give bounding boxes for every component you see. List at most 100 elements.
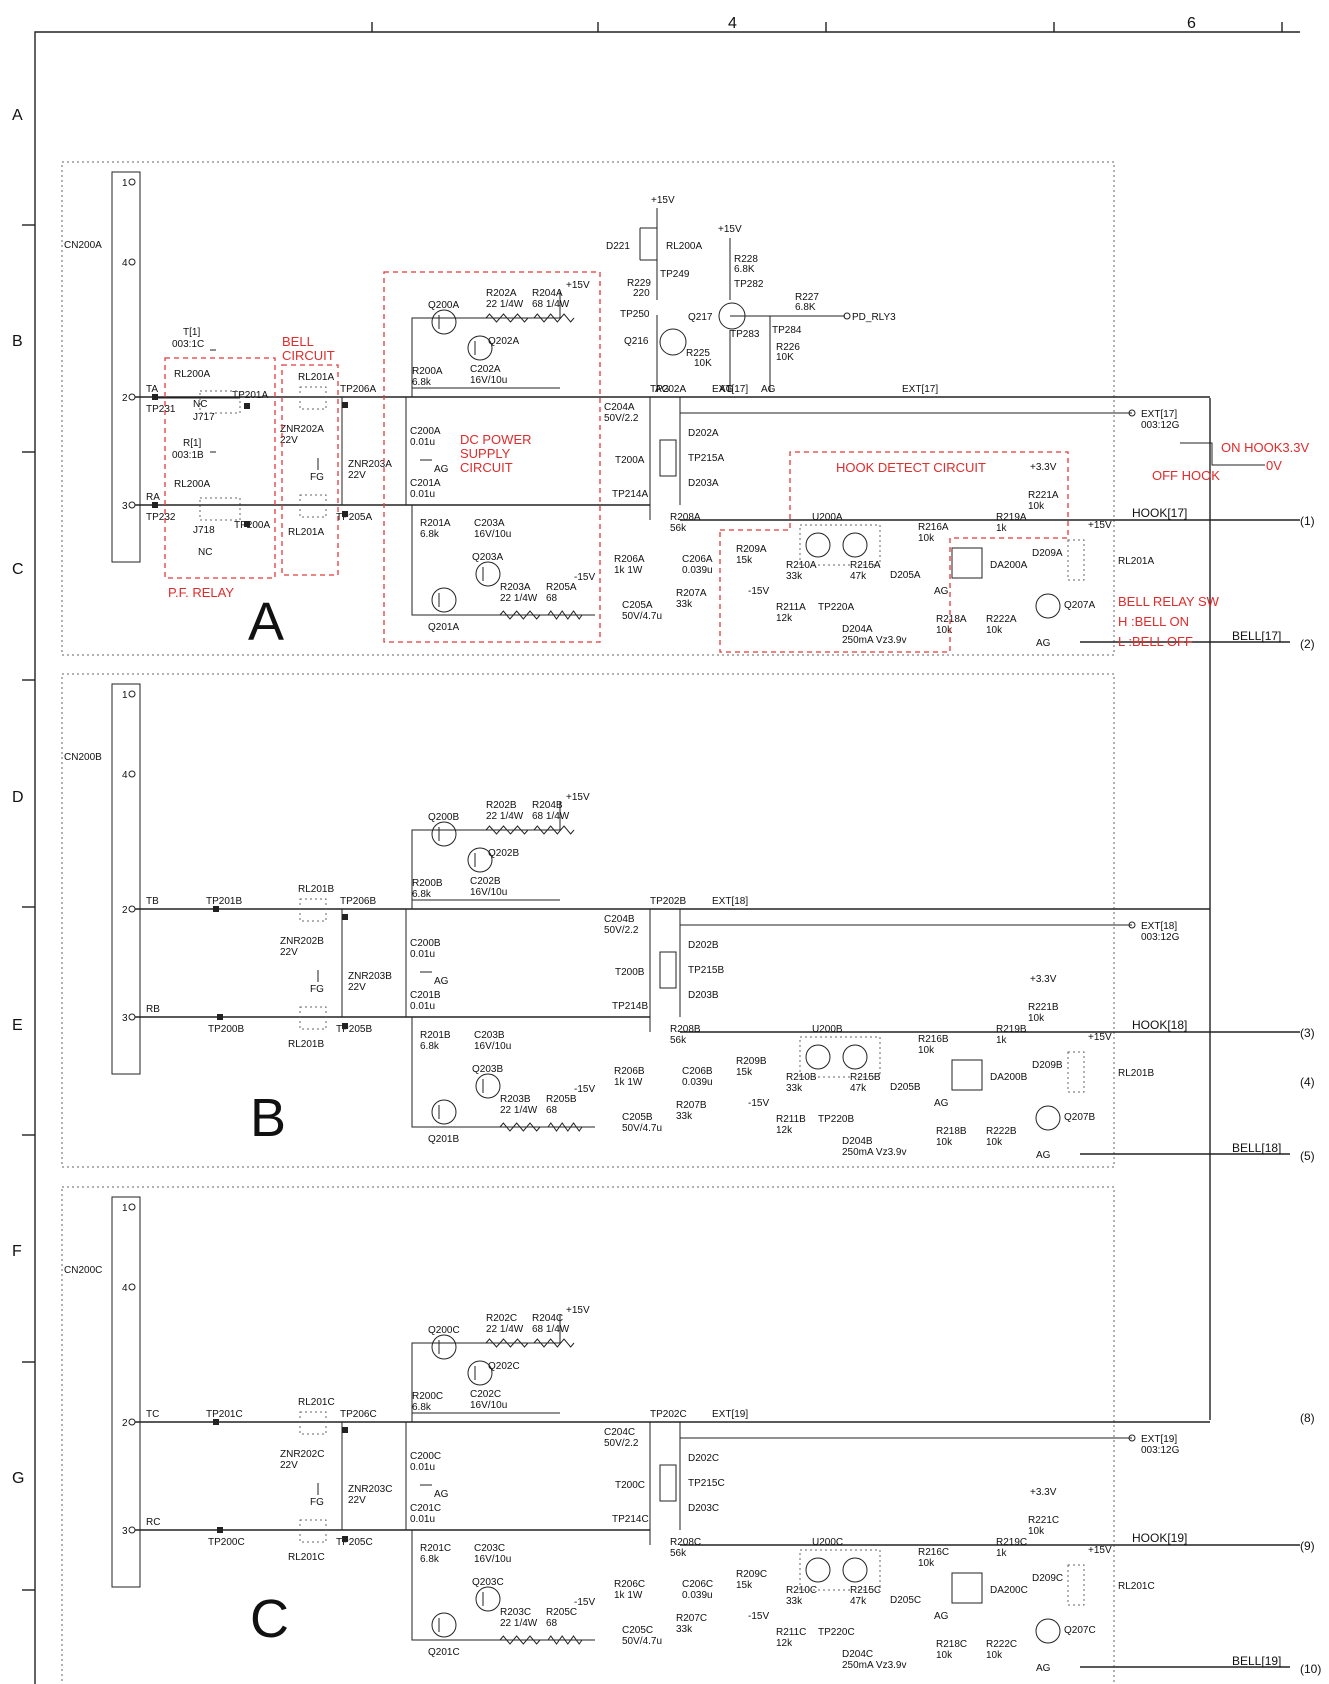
d205-label: D205B: [890, 1082, 921, 1093]
ext-label-mid: EXT[17]: [902, 384, 938, 395]
t200-label: T200A: [615, 455, 645, 466]
tp214-label: TP214B: [612, 1001, 648, 1012]
p15v-label: +15V: [651, 195, 675, 206]
connector-label: CN200C: [64, 1265, 102, 1276]
bell-off-label: L :BELL OFF: [1118, 634, 1193, 649]
da200-label: DA200C: [990, 1585, 1028, 1596]
plus15v-upper-label: +15V: [566, 792, 590, 803]
block-letter: B: [250, 1088, 286, 1148]
tp250-label: TP250: [620, 309, 650, 320]
tp-bot-label: TP205B: [336, 1024, 372, 1035]
rl-right-label: RL201C: [1118, 1581, 1155, 1592]
plus15v-upper-label: +15V: [566, 1305, 590, 1316]
ag-label-r226: AG: [761, 384, 776, 395]
plus33v-label: +3.3V: [1030, 462, 1057, 473]
connector-pin-1: 1: [122, 178, 128, 189]
q200-label: Q200B: [428, 812, 459, 823]
q200-label: Q200C: [428, 1325, 460, 1336]
q202-label: Q202B: [488, 848, 519, 859]
r1-ref: R[1]003:1B: [172, 438, 204, 461]
q203-label: Q203B: [472, 1064, 503, 1075]
column-number-6: 6: [1187, 15, 1196, 32]
off-hook-note: OFF HOOK: [1152, 468, 1220, 483]
tp215-label: TP215B: [688, 965, 724, 976]
q202-label: Q202A: [488, 336, 519, 347]
q207-label: Q207C: [1064, 1625, 1096, 1636]
zero-v-note: 0V: [1266, 458, 1282, 473]
q207-label: Q207A: [1064, 600, 1095, 611]
d203-label: D203A: [688, 478, 719, 489]
connector-pin-2: 2: [122, 393, 128, 404]
ag-label-da200: AG: [934, 1098, 949, 1109]
connector-pin-1: 1: [122, 690, 128, 701]
plus33v-label: +3.3V: [1030, 1487, 1057, 1498]
tp202-label: TP202A: [650, 384, 686, 395]
block-a-extras: T[1]003:1C R[1]003:1B RL200A RL200A J717…: [152, 195, 896, 558]
d209-label: D209C: [1032, 1573, 1063, 1584]
ext-label-left: EXT[18]: [712, 896, 748, 907]
line-t-label: TC: [146, 1409, 159, 1420]
tp220-label: TP220A: [818, 602, 854, 613]
d202-label: D202A: [688, 428, 719, 439]
connector-pin-3: 3: [122, 1526, 128, 1537]
pf-relay-label: P.F. RELAY: [168, 585, 234, 600]
output-hook-ref: (9): [1300, 1539, 1315, 1553]
q207-label: Q207B: [1064, 1112, 1095, 1123]
ag-label-q207: AG: [1036, 1150, 1051, 1161]
tp-bot-label: TP205A: [336, 512, 372, 523]
connector-pin-1: 1: [122, 1203, 128, 1214]
relay-header-label: RL201A: [298, 372, 334, 383]
d203-label: D203B: [688, 990, 719, 1001]
d202-label: D202B: [688, 940, 719, 951]
output-mid-ref: (4): [1300, 1075, 1315, 1089]
connector-pin-4: 4: [122, 258, 128, 269]
tp-top-label: TP206A: [340, 384, 376, 395]
tp-r-label: TP232: [146, 512, 176, 523]
connector-pin-2: 2: [122, 905, 128, 916]
line-r-label: RC: [146, 1517, 160, 1528]
minus15v-hook-label: -15V: [748, 1098, 769, 1109]
tp215-label: TP215A: [688, 453, 724, 464]
minus15v-lower-label: -15V: [574, 572, 595, 583]
d205-label: D205C: [890, 1595, 921, 1606]
minus15v-lower-label: -15V: [574, 1597, 595, 1608]
relay-footer-label: RL201B: [288, 1039, 324, 1050]
ag-label-c200: AG: [434, 976, 449, 987]
row-letter-f: F: [12, 1243, 22, 1260]
d202-label: D202C: [688, 1453, 719, 1464]
